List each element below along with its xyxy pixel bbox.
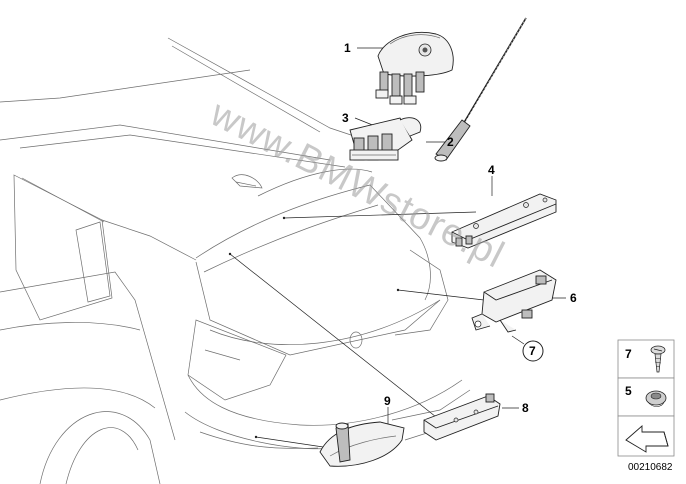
part-8-module xyxy=(423,393,501,441)
callout-8: 8 xyxy=(522,401,529,415)
car-outline xyxy=(0,37,471,484)
screw-icon xyxy=(650,345,666,373)
part-1-roof-antenna xyxy=(375,32,454,105)
panel-cell-7 xyxy=(617,339,675,379)
panel-label-5: 5 xyxy=(625,384,632,398)
grommet-icon xyxy=(645,390,667,407)
callout-1: 1 xyxy=(344,41,351,55)
part-6-module xyxy=(471,269,557,333)
side-panel: 7 5 00210682 xyxy=(617,339,675,473)
callout-7: 7 xyxy=(529,344,536,358)
callout-2: 2 xyxy=(447,135,454,149)
leader-lines xyxy=(229,47,566,449)
part-9-antenna-pad xyxy=(319,421,405,467)
callout-3: 3 xyxy=(342,111,349,125)
arrow-icon xyxy=(625,425,669,453)
part-2-rod-antenna xyxy=(434,17,527,162)
callout-9: 9 xyxy=(384,394,391,408)
callout-7-circle: 7 xyxy=(522,340,544,362)
document-number: 00210682 xyxy=(628,462,673,473)
callout-4: 4 xyxy=(488,163,495,177)
part-3-antenna-base xyxy=(349,117,422,161)
callout-6: 6 xyxy=(570,291,577,305)
callout-labels: 1 2 3 4 6 7 9 8 xyxy=(342,41,577,415)
part-4-amplifier xyxy=(451,193,557,249)
panel-label-7: 7 xyxy=(625,347,632,361)
